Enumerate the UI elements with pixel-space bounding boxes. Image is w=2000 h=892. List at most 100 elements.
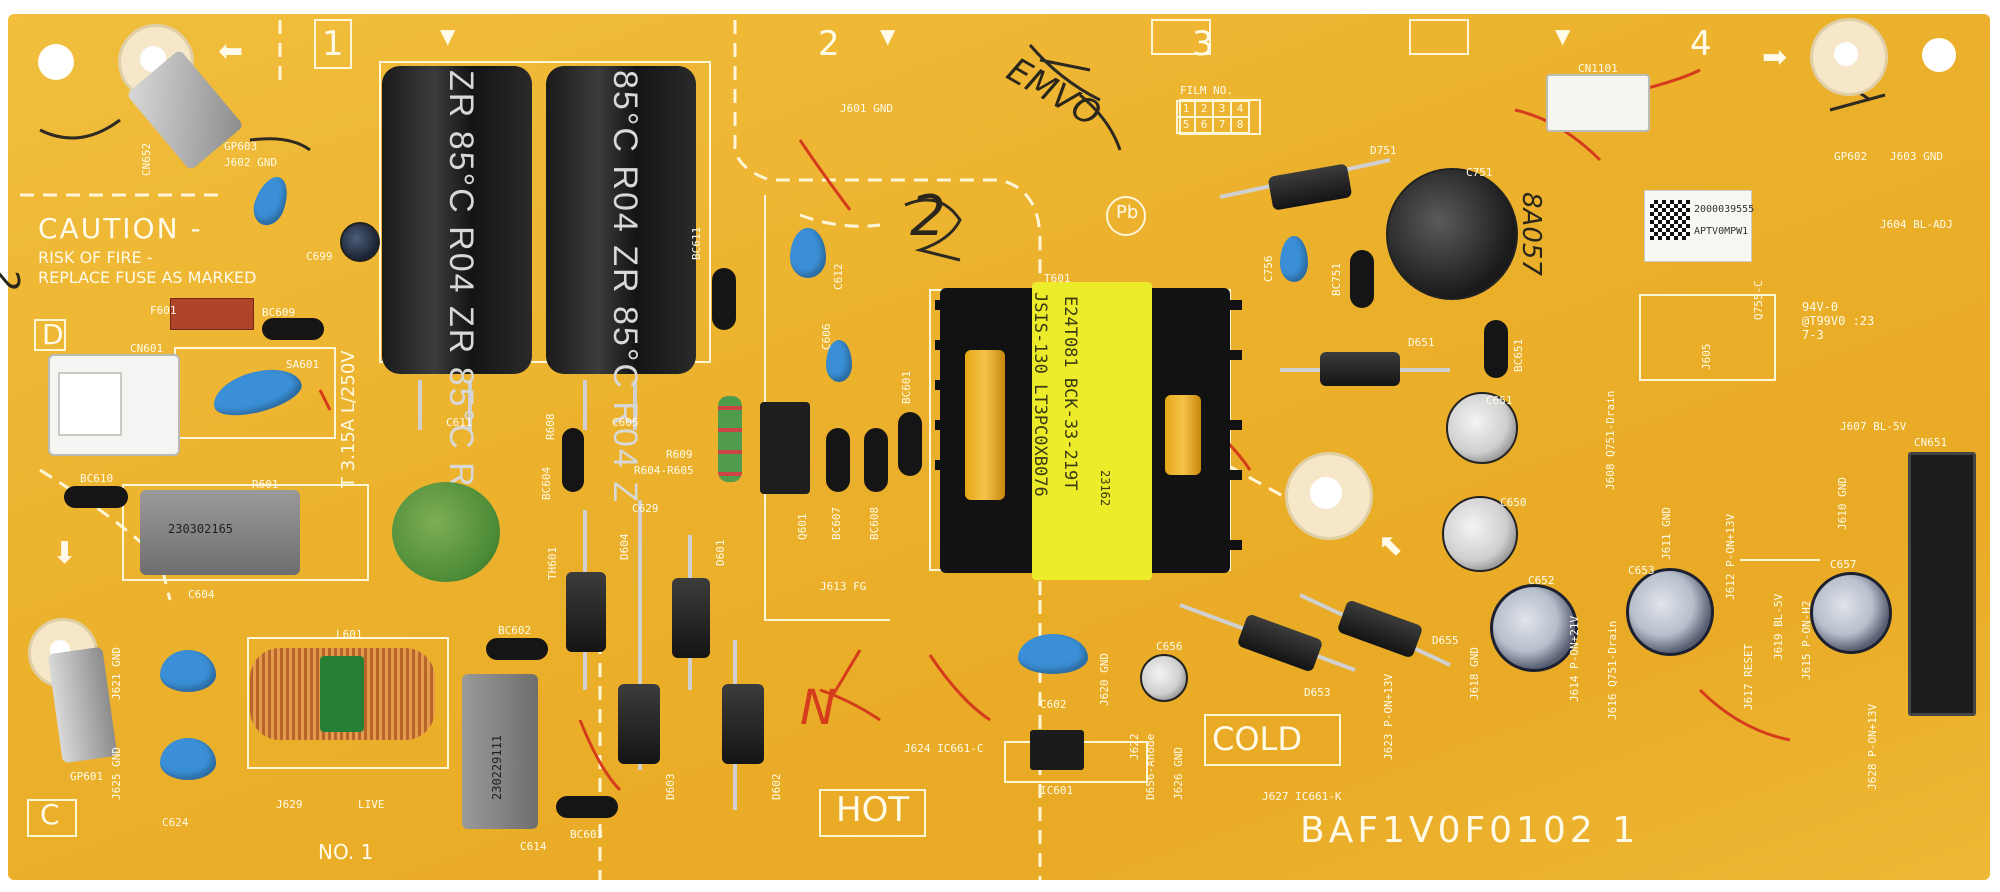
silk-label: C606 [820, 323, 833, 351]
silk-label: CN651 [1914, 436, 1948, 449]
zone-number-2: 2 [818, 24, 840, 64]
bead-bc602 [486, 638, 548, 660]
silk-label: J621 GND [110, 647, 123, 700]
side-letter-d: D [42, 318, 64, 351]
film-digit: 1 [1177, 101, 1195, 117]
silk-label: C614 [520, 840, 547, 853]
silk-label: L601 [336, 628, 363, 641]
ceramic-capacitor [1280, 236, 1308, 282]
silk-label: R604-R605 [634, 464, 694, 477]
ceramic-capacitor [160, 738, 216, 780]
bead-bc607 [826, 428, 850, 492]
silk-label: J604 BL-ADJ [1880, 218, 1953, 231]
silk-label: C602 [1040, 698, 1067, 711]
film-digit: 3 [1213, 101, 1231, 117]
transformer-pin [935, 420, 949, 430]
diode-d601 [672, 578, 710, 658]
silk-label: J628 P-ON+13V [1866, 703, 1879, 790]
silk-label: BC751 [1330, 262, 1343, 296]
transformer-text-3: 23162 [1098, 470, 1112, 507]
silk-label: GP603 [224, 140, 258, 153]
transformer-pin [1228, 350, 1242, 360]
film-digit: 5 [1177, 117, 1195, 133]
silk-label: J620 GND [1098, 653, 1111, 706]
transformer-pin [935, 460, 949, 470]
silk-label: C657 [1830, 558, 1857, 571]
silk-label: BC610 [80, 472, 114, 485]
silk-label: J603 GND [1890, 150, 1943, 163]
silk-label: C751 [1466, 166, 1493, 179]
silk-label: TH601 [546, 546, 559, 580]
silk-label: LIVE [358, 798, 385, 811]
silk-label: T601 [1044, 272, 1071, 285]
silk-label: F601 [150, 304, 177, 317]
bulk-capacitor-left [382, 66, 532, 374]
diode-d651 [1320, 352, 1400, 386]
bead-bc651 [1484, 320, 1508, 378]
silk-label: Q601 [796, 513, 809, 541]
optocoupler-ic601 [1030, 730, 1084, 770]
silk-label: J613 FG [820, 580, 867, 593]
transformer-winding-left [965, 350, 1005, 500]
zone-number-4: 4 [1690, 24, 1712, 64]
silk-label: C656 [1156, 640, 1183, 653]
arrow-left-icon: ⬅ [218, 34, 244, 69]
silk-label: J612 P-ON+13V [1724, 513, 1737, 600]
bead-bc611 [712, 268, 736, 330]
ceramic-capacitor [160, 650, 216, 692]
silk-label: J622 [1128, 733, 1141, 761]
film-number-grid: 1 2 3 4 5 6 7 8 [1176, 100, 1250, 134]
arrow-down-icon: ⬇ [52, 536, 78, 571]
transformer-pin [1228, 540, 1242, 550]
silk-label: J625 GND [110, 747, 123, 800]
caution-line-2: REPLACE FUSE AS MARKED [38, 268, 257, 287]
silk-label: J626 GND [1172, 747, 1185, 800]
silk-label: D603 [664, 773, 677, 801]
board-connector-cn651 [1908, 452, 1976, 716]
transformer-text-2: E24T081 BCK-33-219T [1060, 296, 1080, 491]
silk-label: J614 P-ON+21V [1568, 615, 1581, 702]
silk-label: SA601 [286, 358, 320, 371]
mounting-hole-top-right [1922, 38, 1956, 72]
silk-label: CN1101 [1578, 62, 1618, 75]
silk-label: J617 RESET [1742, 643, 1755, 710]
electrolytic-capacitor-c651 [1446, 392, 1518, 464]
center-mounting-hole [1310, 477, 1342, 509]
silk-label: D751 [1370, 144, 1397, 157]
ceramic-capacitor [790, 228, 826, 278]
silk-label: C653 [1628, 564, 1655, 577]
caution-title: CAUTION - [38, 212, 203, 245]
handwriting-2: 2 [910, 184, 946, 249]
silk-label: BC603 [570, 828, 604, 841]
silk-label: BC611 [690, 226, 703, 260]
silk-label: C604 [188, 588, 215, 601]
silk-label: BC602 [498, 624, 532, 637]
silk-label: BC601 [900, 370, 913, 404]
handwriting-code: 8A057 [1516, 192, 1546, 276]
silk-label: D656-Anode [1144, 733, 1157, 800]
transformer-pin [1228, 420, 1242, 430]
silk-label: J608 Q751-Drain [1604, 390, 1617, 490]
silk-label: J616 Q751-Drain [1606, 620, 1619, 720]
silk-label: R609 [666, 448, 693, 461]
mosfet-q601 [760, 402, 810, 494]
ul-marking: 94V-0 @T99V0 :23 7-3 [1802, 300, 1875, 342]
bead-bc604 [562, 428, 584, 492]
electrolytic-capacitor-c656 [1140, 654, 1188, 702]
arrow-diagonal-icon: ⬉ [1378, 528, 1404, 563]
silk-label: J615 P-ON-H2 [1800, 600, 1813, 680]
diode-d604 [566, 572, 606, 652]
silk-label: J618 GND [1468, 647, 1481, 700]
bulk-capacitor-right [546, 66, 696, 374]
film-digit: 6 [1195, 117, 1213, 133]
bead-bc610 [64, 486, 128, 508]
bulk-capacitor-right-text: 85°C R04 ZR 85°C R04 Z [606, 70, 644, 505]
lead-free-logo-text: Pb [1116, 202, 1139, 223]
silk-label: IC601 [1040, 784, 1074, 797]
silk-label: C629 [632, 502, 659, 515]
qr-code-icon [1650, 200, 1690, 240]
lead-free-logo-icon [1106, 196, 1146, 236]
thermistor-disc [392, 482, 500, 582]
electrolytic-capacitor-c653 [1626, 568, 1714, 656]
